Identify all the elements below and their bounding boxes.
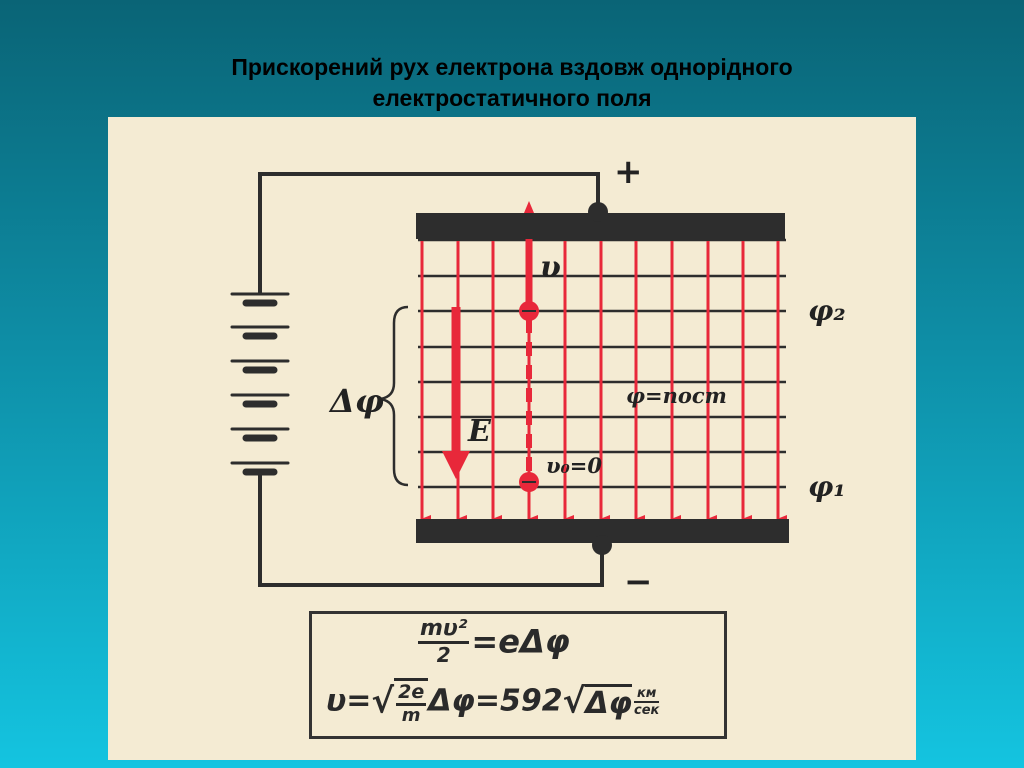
- slide-title-line-1: Прискорений рух електрона вздовж однорід…: [231, 54, 793, 80]
- e-field-label: E: [468, 414, 491, 449]
- sqrt-2: √Δφ: [562, 681, 633, 722]
- fraction-kinetic-den: 2: [436, 643, 451, 667]
- plus-label: +: [614, 152, 643, 192]
- positive-terminal: [588, 202, 608, 222]
- sqrt-1-sign: √: [371, 681, 395, 722]
- phi2-label: φ₂: [808, 294, 846, 327]
- battery: [230, 292, 290, 476]
- formula-velocity-lhs: υ=: [326, 683, 372, 719]
- fraction-2e-m-num: 2e: [396, 683, 427, 706]
- minus-label: −: [624, 562, 653, 602]
- delta-phi-label: Δφ: [330, 382, 384, 420]
- circuit-wire-bottom: [258, 472, 604, 587]
- fraction-2e-m-den: m: [401, 705, 421, 726]
- e-field-arrowhead: [442, 451, 470, 479]
- sqrt-2-radicand: Δφ: [585, 684, 633, 721]
- unit-sec: сек: [634, 702, 660, 718]
- fraction-kinetic: mυ² 2: [418, 618, 470, 667]
- slide-title-line-2: електростатичного поля: [372, 85, 652, 111]
- formula-velocity-mid: Δφ=592: [428, 683, 563, 719]
- v0-label: υ₀=0: [546, 453, 602, 478]
- fraction-kinetic-num: mυ²: [418, 618, 470, 644]
- velocity-label: υ: [540, 250, 561, 285]
- formula-energy-rhs: =eΔφ: [471, 622, 570, 661]
- slide-title: Прискорений рух електрона вздовж однорід…: [0, 52, 1024, 114]
- sqrt-2-sign: √: [562, 681, 586, 722]
- phi1-label: φ₁: [808, 470, 846, 503]
- negative-terminal: [592, 535, 612, 555]
- formula-energy: mυ² 2 =eΔφ: [416, 618, 570, 665]
- delta-phi-brace: [379, 305, 409, 487]
- phi-const-label: φ=пост: [626, 383, 727, 408]
- capacitor-diagram: [230, 172, 789, 587]
- diagram-figure: + − υ φ₂ φ₁ Δφ E φ=пост υ₀=0 mυ² 2 =eΔφ …: [108, 117, 916, 760]
- circuit-wire-top: [258, 172, 600, 293]
- field-lines: [420, 241, 787, 523]
- unit-km: км: [634, 687, 660, 703]
